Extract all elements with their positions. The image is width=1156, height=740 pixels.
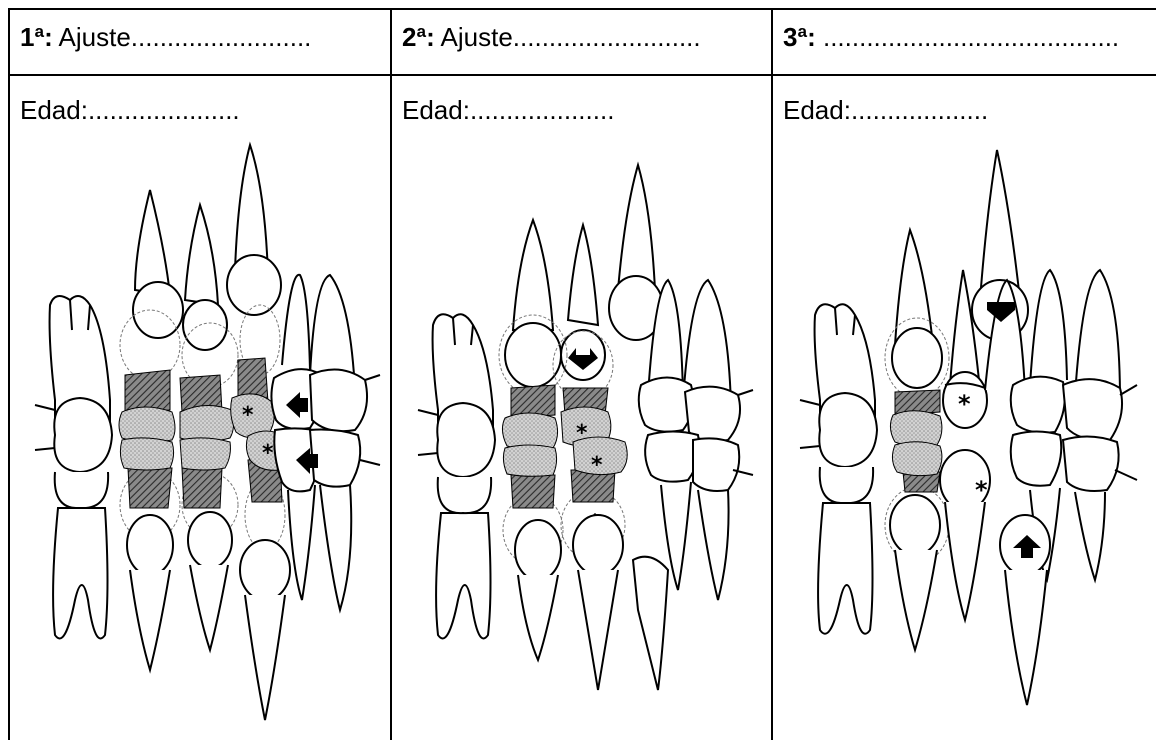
- column-1-header: 1ª: Ajuste.........................: [20, 22, 385, 53]
- svg-text:*: *: [242, 403, 254, 428]
- svg-text:*: *: [262, 441, 274, 466]
- column-1-heading: Ajuste.........................: [53, 22, 312, 52]
- svg-text:*: *: [975, 476, 988, 504]
- column-3-number: 3ª:: [783, 22, 816, 52]
- column-3-age-label: Edad:...................: [783, 95, 988, 126]
- column-2-age-label: Edad:....................: [402, 95, 614, 126]
- header-row-divider: [8, 74, 1156, 76]
- panel-2-dental-diagram: * *: [393, 130, 771, 735]
- svg-text:*: *: [591, 453, 603, 478]
- column-divider-1: [390, 8, 392, 740]
- column-2-header: 2ª: Ajuste..........................: [402, 22, 766, 53]
- panel-3-dental-diagram: * *: [775, 130, 1155, 735]
- column-2-number: 2ª:: [402, 22, 435, 52]
- column-divider-2: [771, 8, 773, 740]
- column-3-header: 3ª: ....................................…: [783, 22, 1153, 53]
- column-1-number: 1ª:: [20, 22, 53, 52]
- svg-text:*: *: [958, 390, 971, 418]
- panel-1-dental-diagram: * *: [10, 130, 390, 735]
- svg-text:*: *: [576, 421, 588, 446]
- column-3-heading: ........................................…: [816, 22, 1119, 52]
- column-1-age-label: Edad:.....................: [20, 95, 240, 126]
- column-2-heading: Ajuste..........................: [435, 22, 701, 52]
